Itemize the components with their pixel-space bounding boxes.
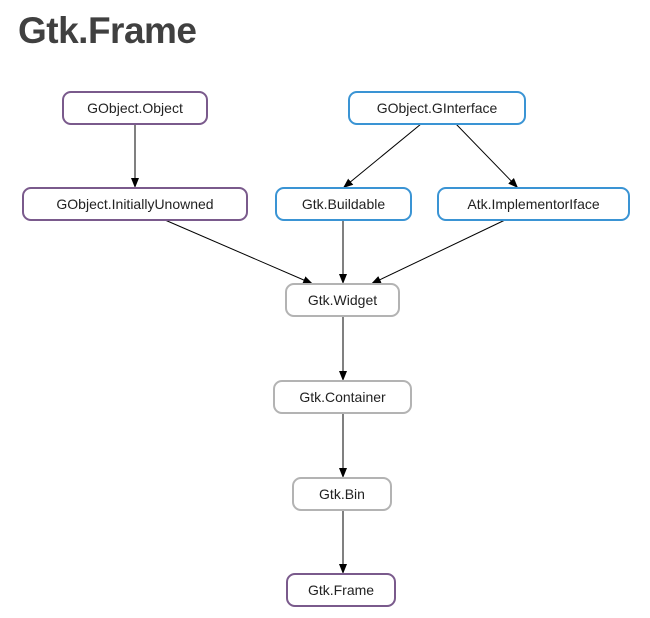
node-box[interactable] (275, 187, 412, 221)
node-label: GObject.InitiallyUnowned (56, 196, 213, 212)
node-box[interactable] (437, 187, 630, 221)
node-box[interactable] (348, 91, 526, 125)
node-label: GObject.GInterface (377, 100, 498, 116)
page-title: Gtk.Frame (18, 10, 197, 51)
node-label: Gtk.Container (299, 389, 386, 405)
node-atk-implementoriface[interactable]: Atk.ImplementorIface (437, 187, 630, 221)
node-gobject-object[interactable]: GObject.Object (62, 91, 208, 125)
edge-gobject-initiallyunowned-to-gtk-widget (164, 219, 314, 285)
node-box[interactable] (285, 283, 400, 317)
node-box[interactable] (22, 187, 248, 221)
node-label: Gtk.Widget (308, 292, 377, 308)
node-label: Gtk.Buildable (302, 196, 385, 212)
node-box[interactable] (286, 573, 396, 607)
node-gtk-buildable[interactable]: Gtk.Buildable (275, 187, 412, 221)
node-gtk-frame[interactable]: Gtk.Frame (286, 573, 396, 607)
node-label: Gtk.Frame (308, 582, 374, 598)
node-box[interactable] (62, 91, 208, 125)
node-box[interactable] (273, 380, 412, 414)
edge-atk-implementoriface-to-gtk-widget (370, 219, 506, 285)
node-gtk-container[interactable]: Gtk.Container (273, 380, 412, 414)
edge-gobject-ginterface-to-atk-implementoriface (455, 123, 519, 189)
node-gobject-initiallyunowned[interactable]: GObject.InitiallyUnowned (22, 187, 248, 221)
nodes-layer: GObject.Object GObject.GInterfaceGObject.… (22, 91, 630, 607)
edge-gobject-ginterface-to-gtk-buildable (342, 123, 422, 189)
node-gtk-bin[interactable]: Gtk.Bin (292, 477, 392, 511)
node-label: Atk.ImplementorIface (467, 196, 599, 212)
node-gobject-ginterface[interactable]: GObject.GInterface (348, 91, 526, 125)
node-label: GObject.Object (87, 100, 183, 116)
edges-layer (131, 123, 519, 574)
node-box[interactable] (292, 477, 392, 511)
node-gtk-widget[interactable]: Gtk.Widget (285, 283, 400, 317)
node-label: Gtk.Bin (319, 486, 365, 502)
